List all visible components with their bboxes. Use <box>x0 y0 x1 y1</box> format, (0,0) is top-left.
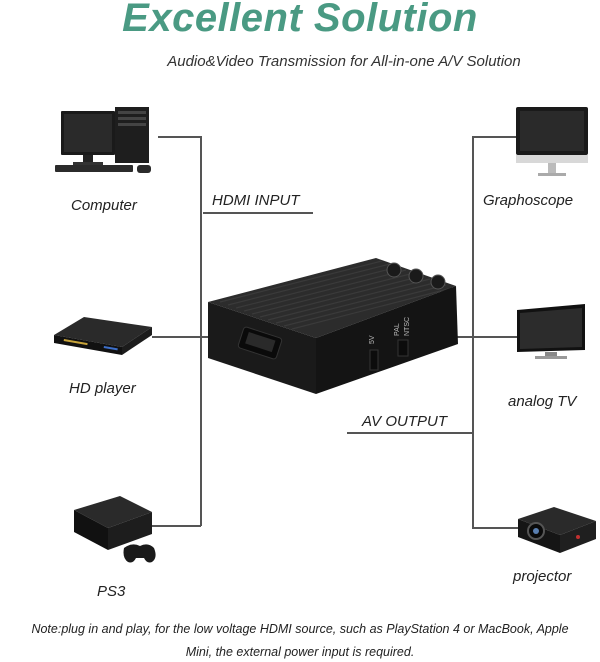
note-line-2: Mini, the external power input is requir… <box>185 645 415 659</box>
connector-line-left-vertical <box>200 136 202 526</box>
av-output-underline <box>347 432 473 434</box>
hdmi-input-underline <box>203 212 313 214</box>
note-line-1: Note:plug in and play, for the low volta… <box>31 622 569 636</box>
connector-line-right-vertical <box>472 136 474 528</box>
source-label-hd-player: HD player <box>69 380 136 397</box>
connector-line-projector <box>472 527 518 529</box>
output-label-projector: projector <box>513 568 572 585</box>
switch-label-pal: PAL <box>394 323 401 336</box>
projector-icon <box>518 507 596 553</box>
ps3-console-icon <box>74 496 156 563</box>
switch-label-ntsc: NTSC <box>404 317 411 336</box>
port-label-5v: 5V <box>369 335 376 344</box>
connector-line-ps3 <box>150 525 201 527</box>
output-label-analog-tv: analog TV <box>508 393 577 410</box>
page-title: Excellent Solution <box>122 0 478 40</box>
source-label-ps3: PS3 <box>97 583 126 600</box>
av-output-label: AV OUTPUT <box>362 413 448 430</box>
output-label-graphoscope: Graphoscope <box>483 192 574 209</box>
connector-line-computer <box>158 136 201 138</box>
page-subtitle: Audio&Video Transmission for All-in-one … <box>167 53 521 70</box>
connector-line-input-to-device <box>200 336 214 338</box>
connector-line-hd-player <box>152 336 201 338</box>
hdmi-input-label: HDMI INPUT <box>212 192 300 209</box>
monitor-icon <box>516 107 588 176</box>
connector-line-graphoscope <box>472 136 516 138</box>
source-label-computer: Computer <box>71 197 137 214</box>
hd-player-icon <box>54 317 152 355</box>
computer-icon <box>55 107 151 173</box>
connector-line-analog-tv <box>455 336 517 338</box>
av-converter-box: 5V PAL NTSC <box>208 258 458 394</box>
tv-icon <box>517 304 585 359</box>
